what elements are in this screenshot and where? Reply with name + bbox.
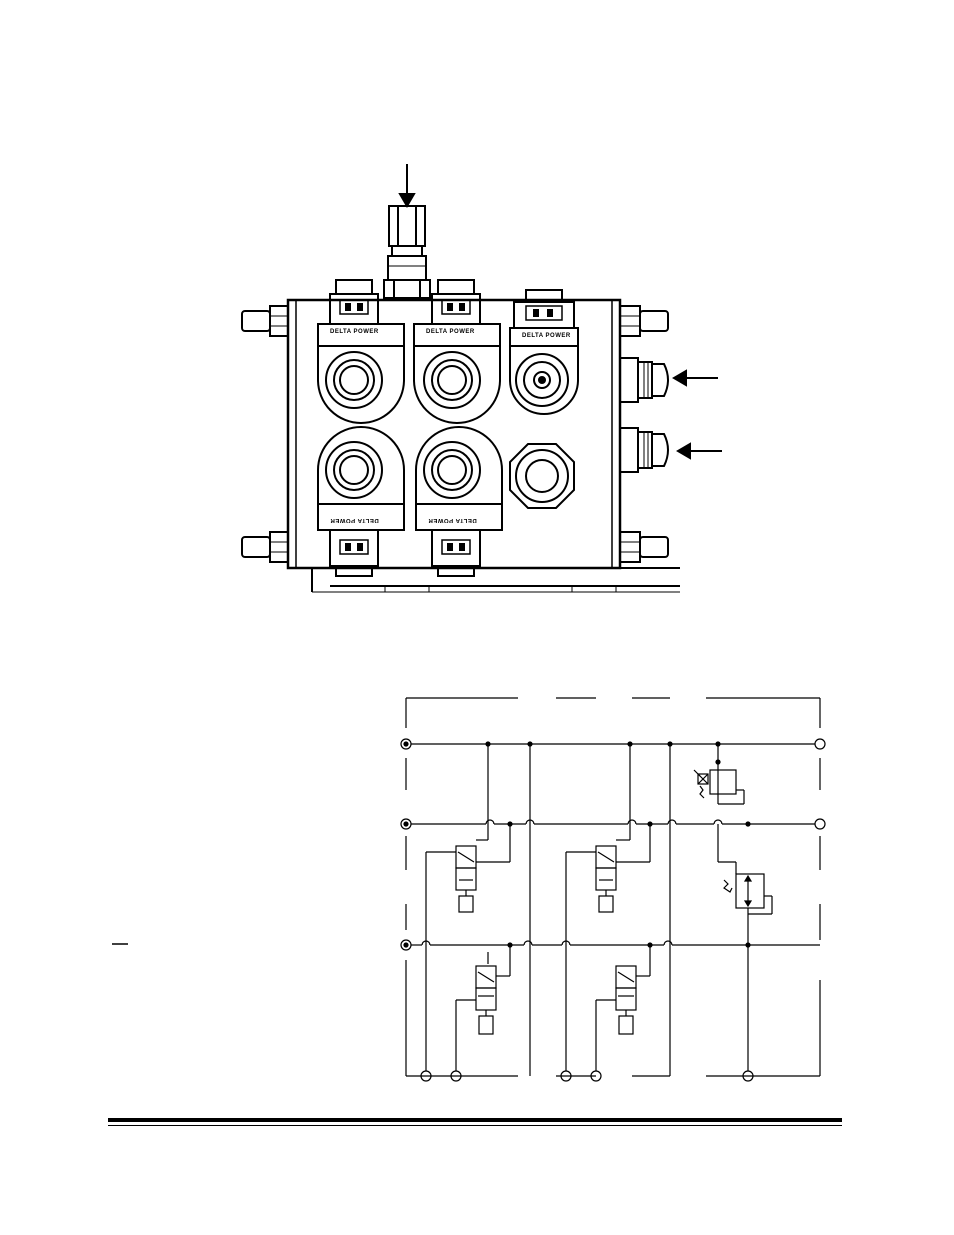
schematic-boundary — [406, 698, 820, 1076]
solenoid-valve-4 — [596, 945, 650, 1071]
footer-rule-thin — [108, 1125, 842, 1126]
relief-valve — [694, 770, 744, 804]
solenoid-valve-1 — [426, 820, 510, 912]
main-lines — [411, 744, 820, 945]
solenoid-valve-2 — [566, 820, 650, 912]
footer-rule-thick — [108, 1118, 842, 1122]
pressure-reducing-valve — [718, 824, 772, 914]
solenoid-valve-3 — [456, 945, 510, 1071]
